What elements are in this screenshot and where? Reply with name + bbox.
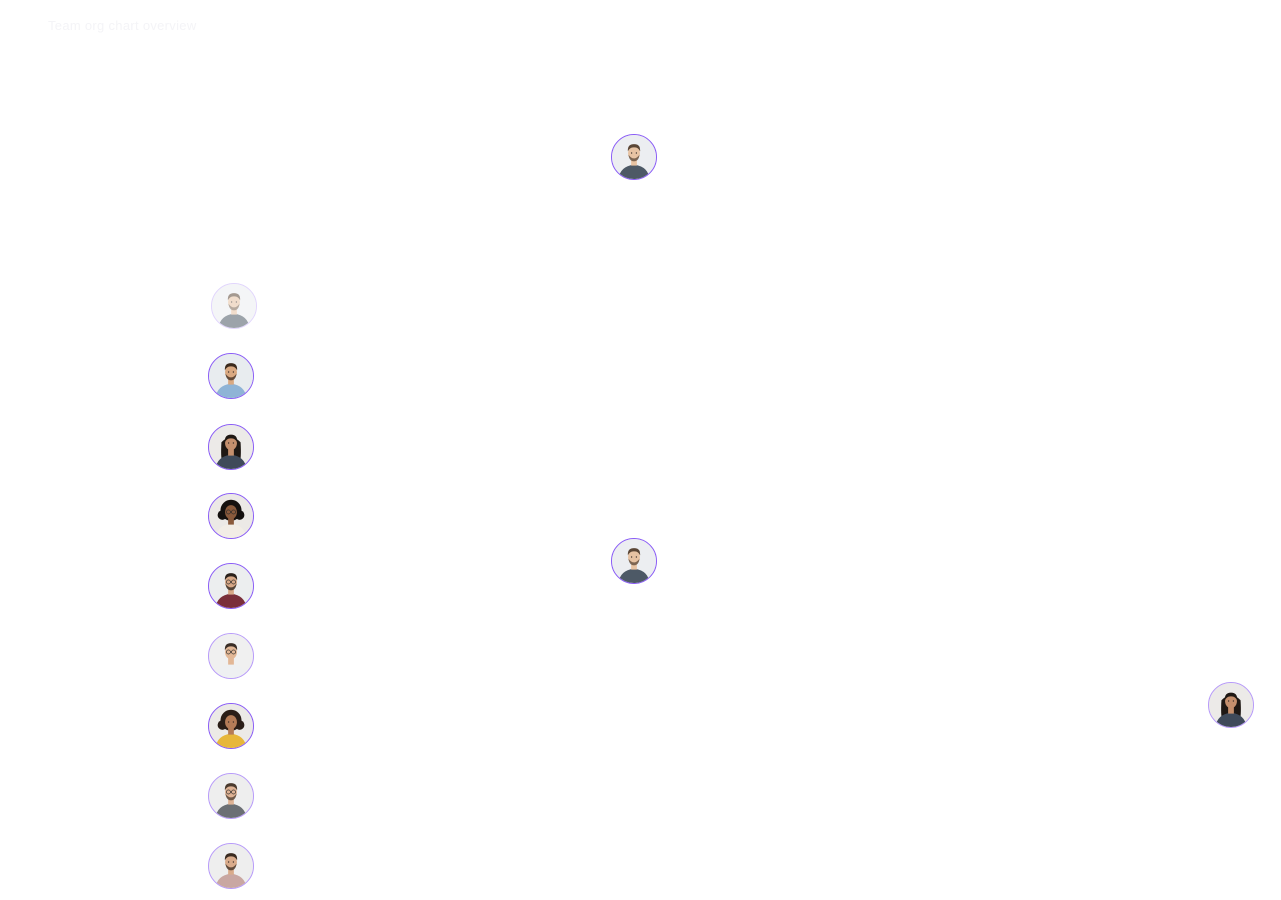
- person-portrait-icon: [612, 135, 656, 179]
- avatar-manager-ghost[interactable]: [211, 283, 257, 329]
- person-portrait-icon: [1209, 683, 1253, 727]
- person-portrait-icon: [209, 564, 253, 608]
- avatar-member-far-right[interactable]: [1208, 682, 1254, 728]
- person-portrait-icon: [209, 425, 253, 469]
- page-title: Team org chart overview: [48, 18, 197, 33]
- avatar-member-2[interactable]: [208, 424, 254, 470]
- person-portrait-icon: [209, 844, 253, 888]
- person-portrait-icon: [209, 774, 253, 818]
- person-portrait-icon: [212, 284, 256, 328]
- avatar-member-7[interactable]: [208, 773, 254, 819]
- avatar-manager-middle[interactable]: [611, 538, 657, 584]
- avatar-member-3[interactable]: [208, 493, 254, 539]
- person-portrait-icon: [209, 494, 253, 538]
- avatar-member-1[interactable]: [208, 353, 254, 399]
- person-portrait-icon: [612, 539, 656, 583]
- avatar-manager-top[interactable]: [611, 134, 657, 180]
- person-portrait-icon: [209, 704, 253, 748]
- person-portrait-icon: [209, 354, 253, 398]
- avatar-member-8[interactable]: [208, 843, 254, 889]
- avatar-member-6[interactable]: [208, 703, 254, 749]
- person-portrait-icon: [209, 634, 253, 678]
- avatar-member-5[interactable]: [208, 633, 254, 679]
- avatar-member-4[interactable]: [208, 563, 254, 609]
